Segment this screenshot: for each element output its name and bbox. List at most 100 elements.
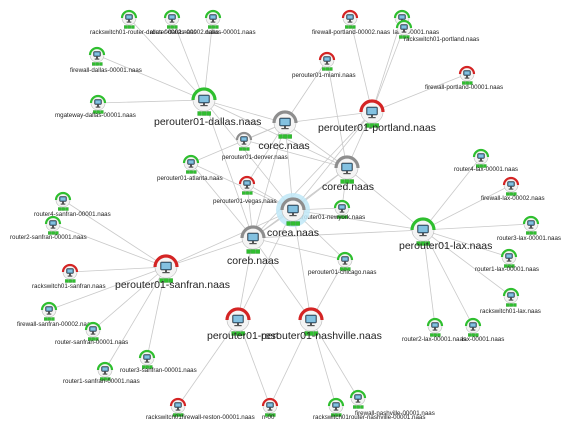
device-node-router1-lax[interactable]: router1-lax-00001.naas xyxy=(475,248,539,273)
monitor-icon xyxy=(45,306,53,315)
status-badge xyxy=(374,123,379,128)
node-label: perouter01-newyork.naas xyxy=(295,214,365,221)
device-node-rs-router-dallas[interactable]: rackswitch01-router-dallas-00002.naas xyxy=(90,9,197,36)
topology-link xyxy=(284,111,373,124)
device-node-rs-sanfran[interactable]: rackswitch01-sanfran.naas xyxy=(32,263,106,290)
node-label: corec.naas xyxy=(258,140,309,152)
status-badge xyxy=(506,192,510,196)
status-badge xyxy=(174,25,178,29)
device-node-pe-miami[interactable]: perouter01-miami.naas xyxy=(292,51,356,79)
status-badge xyxy=(325,67,329,71)
device-node-pe-vegas[interactable]: perouter01-vegas.naas xyxy=(213,175,277,205)
status-badge xyxy=(170,25,174,29)
device-node-rs-lax[interactable]: rackswitch01-lax.naas xyxy=(480,287,541,315)
device-node-pe-atlanta[interactable]: perouter01-atlanta.naas xyxy=(157,154,223,182)
status-badge xyxy=(100,377,104,381)
monitor-icon xyxy=(431,322,439,331)
status-badge xyxy=(399,35,403,39)
status-ring xyxy=(334,155,360,169)
topology-link xyxy=(69,266,167,273)
status-badge xyxy=(343,267,347,271)
topology-link xyxy=(310,319,359,399)
topology-link xyxy=(97,99,205,104)
device-node-router2-lax[interactable]: router2-lax-00001.naas xyxy=(402,317,466,343)
monitor-icon xyxy=(93,51,101,60)
monitor-icon xyxy=(332,402,340,411)
device-node-fw-sanfran[interactable]: firewall-sanfran-00002.naas xyxy=(17,301,93,328)
device-node-fw-lax-2[interactable]: firewall-lax-00002.naas xyxy=(481,176,545,202)
topology-link xyxy=(292,111,373,211)
device-node-router-sanfran[interactable]: router-sanfran-00001.naas xyxy=(55,321,128,346)
status-badge xyxy=(246,249,251,254)
device-node-rs-nashville[interactable]: rackswitch01router-nashville-00001.naas xyxy=(313,397,425,421)
status-badge xyxy=(348,25,352,29)
device-node-fw-nashville[interactable]: firewall-nashville-00001.naas xyxy=(349,389,435,417)
device-node-cored[interactable]: cored.naas xyxy=(322,155,374,193)
status-badge xyxy=(352,25,356,29)
device-node-lax-00001[interactable]: lax-00001.naas xyxy=(462,317,504,343)
device-node-mgw-dallas[interactable]: mgateway-dallas-00001.naas xyxy=(55,94,136,119)
status-badge xyxy=(65,279,69,283)
status-badge xyxy=(529,231,533,235)
status-ring xyxy=(261,397,279,407)
device-node-dallas-00001[interactable]: dallas-00001.naas xyxy=(204,9,256,36)
status-badge xyxy=(469,81,473,85)
device-node-pe-reston[interactable]: perouter01-rest xyxy=(207,307,279,342)
status-badge xyxy=(337,215,341,219)
device-node-pe-chicago[interactable]: perouter01-chicago.naas xyxy=(308,251,376,276)
monitor-icon xyxy=(101,366,109,375)
device-node-pe-newyork[interactable]: perouter01-newyork.naas xyxy=(295,199,365,221)
status-badge xyxy=(68,279,72,283)
status-badge xyxy=(313,331,318,336)
device-node-rs-reston[interactable]: rackswitch01firewall-reston-00001.naas xyxy=(146,397,255,421)
device-node-corea[interactable]: corea.naas xyxy=(267,193,319,239)
device-node-rs-portland[interactable]: rackswitch01-portland.naas xyxy=(395,19,479,43)
status-ring xyxy=(40,301,58,311)
node-label: rackswitch01router-nashville-00001.naas xyxy=(313,414,425,421)
topology-link xyxy=(422,229,436,327)
device-node-pe-lax[interactable]: perouter01-lax.naas xyxy=(399,217,492,252)
topology-link xyxy=(237,209,294,321)
status-ring xyxy=(500,248,518,258)
device-node-router4-sanfran[interactable]: router4-sanfran-00001.naas xyxy=(34,191,111,218)
device-node-reston-00001[interactable]: n-00 xyxy=(261,397,279,421)
device-node-pe-dallas[interactable]: perouter01-dallas.naas xyxy=(154,87,261,128)
device-node-pe-nashville[interactable]: perouter01-nashville.naas xyxy=(261,307,382,342)
status-badge xyxy=(167,25,171,29)
monitor-icon xyxy=(89,326,97,335)
status-badge xyxy=(347,267,351,271)
device-node-corec[interactable]: corec.naas xyxy=(258,110,310,152)
monitor-icon xyxy=(417,224,429,237)
topology-link xyxy=(246,122,286,185)
status-badge xyxy=(51,317,55,321)
topology-link xyxy=(177,319,239,407)
status-ring xyxy=(349,389,367,399)
device-node-router-dallas[interactable]: router-dallas-00002.naas xyxy=(150,9,219,36)
status-ring xyxy=(359,99,385,113)
device-node-fw-portland-2[interactable]: firewall-portland-00002.naas xyxy=(312,9,390,36)
node-label: perouter01-denver.naas xyxy=(222,154,288,161)
monitor-icon xyxy=(174,402,182,411)
node-label: router1-lax-00001.naas xyxy=(475,266,539,273)
status-ring xyxy=(84,321,102,331)
monitor-icon xyxy=(346,14,354,23)
status-badge xyxy=(180,413,184,417)
device-node-router2-sanfran[interactable]: router2-sanfran-00001.naas xyxy=(10,215,87,241)
status-badge xyxy=(304,331,309,336)
status-ring xyxy=(280,197,306,211)
topology-link xyxy=(165,237,254,268)
device-node-pe-portland[interactable]: perouter01-portland.naas xyxy=(318,99,436,134)
monitor-icon xyxy=(160,261,172,274)
device-node-pe-denver[interactable]: perouter01-denver.naas xyxy=(222,131,288,161)
device-node-fw-dallas[interactable]: firewall-dallas-00001.naas xyxy=(70,46,142,74)
device-node-coreb[interactable]: coreb.naas xyxy=(227,225,279,267)
device-node-router3-lax[interactable]: router3-lax-00001.naas xyxy=(497,215,561,242)
device-node-fw-portland-1[interactable]: firewall-portland-00001.naas xyxy=(425,65,503,91)
device-node-router1-sanfran[interactable]: router1-sanfran-00001.naas xyxy=(63,361,140,385)
device-node-pe-sanfran[interactable]: perouter01-sanfran.naas xyxy=(115,254,230,291)
device-node-router4-lax[interactable]: router4-lax-00001.naas xyxy=(454,148,518,173)
topology-link xyxy=(422,229,474,327)
topology-link xyxy=(48,266,167,311)
device-node-router3-sanfran[interactable]: router3-sanfran-00001.naas xyxy=(120,349,197,374)
